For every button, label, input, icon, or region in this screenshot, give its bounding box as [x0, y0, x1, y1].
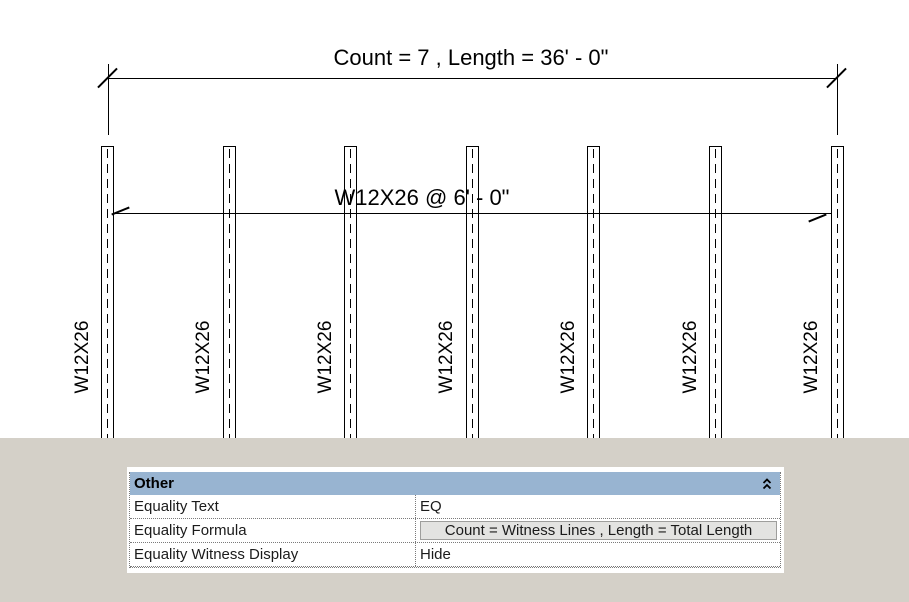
equality-formula-button[interactable]: Count = Witness Lines , Length = Total L… — [420, 521, 777, 540]
beam-centerline — [107, 149, 108, 438]
dimension-arrow-icon — [808, 213, 827, 223]
beam-centerline — [715, 149, 716, 438]
beam[interactable] — [587, 146, 601, 438]
equality-formula-cell: Count = Witness Lines , Length = Total L… — [416, 519, 780, 542]
total-dimension-witness-right — [837, 64, 838, 135]
property-row-equality-witness-display: Equality Witness Display Hide — [130, 543, 780, 567]
spacing-dimension-line[interactable] — [114, 213, 831, 214]
spacing-dimension-text[interactable]: W12X26 @ 6' - 0" — [334, 185, 510, 210]
equality-witness-display-value[interactable]: Hide — [420, 546, 451, 563]
property-name: Equality Formula — [130, 519, 416, 542]
beam-tag-label[interactable]: W12X26 — [71, 320, 93, 394]
dimension-arrow-icon — [111, 206, 130, 216]
beam[interactable] — [465, 146, 479, 438]
property-row-equality-formula: Equality Formula Count = Witness Lines ,… — [130, 519, 780, 543]
beam-tag-label[interactable]: W12X26 — [801, 320, 823, 394]
properties-table: Other Equality Text EQ Equality Formula … — [129, 472, 781, 568]
property-name: Equality Text — [130, 495, 416, 518]
total-dimension-text[interactable]: Count = 7 , Length = 36' - 0" — [333, 45, 609, 70]
beam-tag-label[interactable]: W12X26 — [314, 320, 336, 394]
beam-tag-label[interactable]: W12X26 — [557, 320, 579, 394]
beam-centerline — [228, 149, 230, 438]
beam[interactable] — [830, 146, 844, 438]
beam[interactable] — [709, 146, 722, 438]
beam-centerline — [350, 149, 352, 438]
section-header-other[interactable]: Other — [130, 472, 780, 495]
total-dimension-line[interactable] — [108, 78, 837, 79]
collapse-chevron-icon[interactable] — [762, 477, 772, 490]
beam-centerline — [471, 149, 473, 438]
equality-text-value[interactable]: EQ — [420, 498, 442, 515]
property-row-equality-text: Equality Text EQ — [130, 495, 780, 519]
beam-centerline — [593, 149, 595, 438]
total-dimension-witness-left — [108, 64, 109, 135]
beam[interactable] — [222, 146, 236, 438]
beam-tag-label[interactable]: W12X26 — [679, 320, 701, 394]
property-name: Equality Witness Display — [130, 543, 416, 566]
beam-centerline — [836, 149, 838, 438]
properties-palette: Other Equality Text EQ Equality Formula … — [127, 467, 784, 573]
beam[interactable] — [344, 146, 358, 438]
drawing-canvas: W12X26 W12X26 W12X26 W12X26 W12X26 W12X26 W12X… — [71, 45, 847, 438]
section-title: Other — [134, 475, 175, 492]
beam-tag-label[interactable]: W12X26 — [436, 320, 458, 394]
beam[interactable] — [101, 146, 114, 438]
beam-tag-label[interactable]: W12X26 — [193, 320, 215, 394]
properties-panel-background: Other Equality Text EQ Equality Formula … — [0, 438, 909, 602]
